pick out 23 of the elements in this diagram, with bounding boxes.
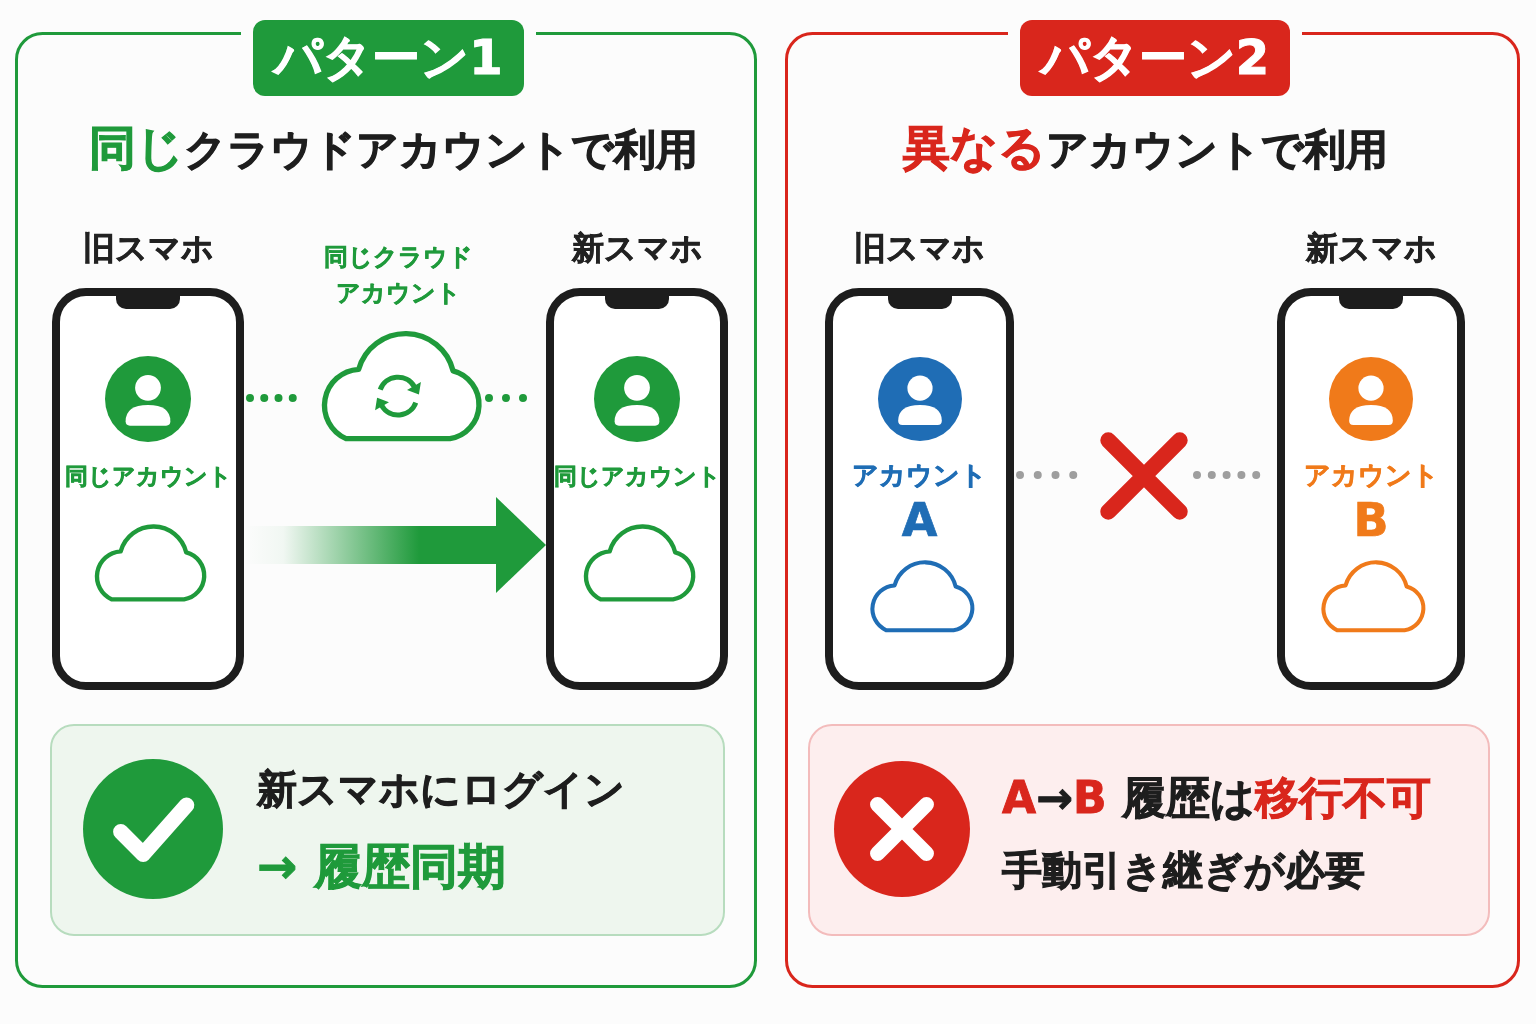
comparison-panel bbox=[785, 20, 1520, 988]
account-label: 同じアカウント bbox=[553, 462, 721, 492]
result-text: → 履歴同期 bbox=[257, 836, 506, 896]
phone-label: 新スマホ bbox=[1305, 228, 1437, 268]
cloud-label: 同じクラウドアカウント bbox=[323, 242, 473, 309]
comparison-panel bbox=[15, 20, 757, 988]
panel-badge: パターン2 bbox=[1020, 20, 1290, 96]
account-letter: A bbox=[901, 492, 938, 550]
result-card bbox=[808, 724, 1490, 936]
account-label: 同じアカウント bbox=[64, 462, 232, 492]
phone-label: 旧スマホ bbox=[82, 228, 214, 268]
panel-heading: 異なるアカウントで利用 bbox=[902, 119, 1388, 177]
result-text: 新スマホにログイン bbox=[257, 765, 625, 814]
phone-label: 旧スマホ bbox=[854, 228, 985, 268]
result-card bbox=[50, 724, 725, 936]
result-text: 手動引き継ぎが必要 bbox=[1002, 846, 1365, 895]
account-label: アカウント bbox=[852, 459, 987, 493]
account-label: アカウント bbox=[1303, 459, 1439, 493]
panel-badge: パターン1 bbox=[253, 20, 524, 96]
panel-heading: 同じクラウドアカウントで利用 bbox=[88, 119, 698, 177]
result-text: A→B 履歴は移行不可 bbox=[1002, 771, 1431, 826]
account-letter: B bbox=[1353, 492, 1389, 550]
phone-label: 新スマホ bbox=[571, 228, 703, 268]
